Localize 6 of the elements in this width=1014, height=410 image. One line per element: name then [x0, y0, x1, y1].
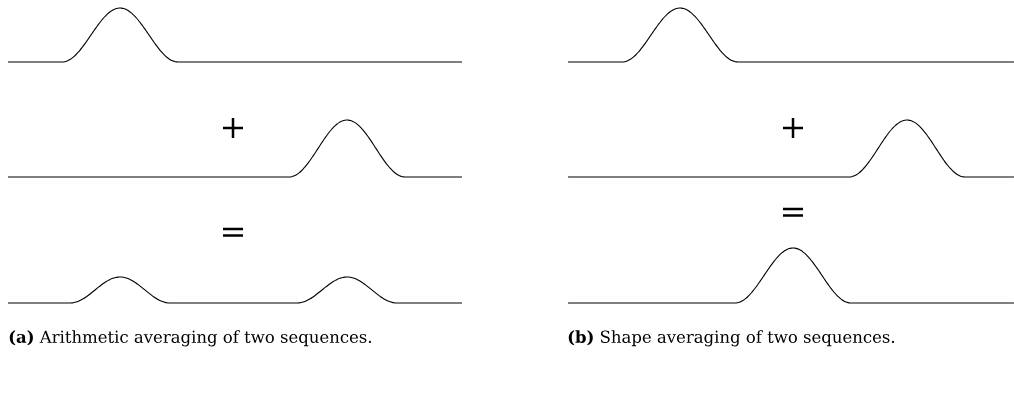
equals-sign: = — [783, 207, 803, 217]
caption: (b) Shape averaging of two sequences. — [568, 330, 895, 347]
plus-sign: + — [783, 117, 803, 139]
equals-sign: = — [223, 227, 243, 237]
plus-sign: + — [223, 117, 243, 139]
caption: (a) Arithmetic averaging of two sequences. — [9, 330, 371, 347]
